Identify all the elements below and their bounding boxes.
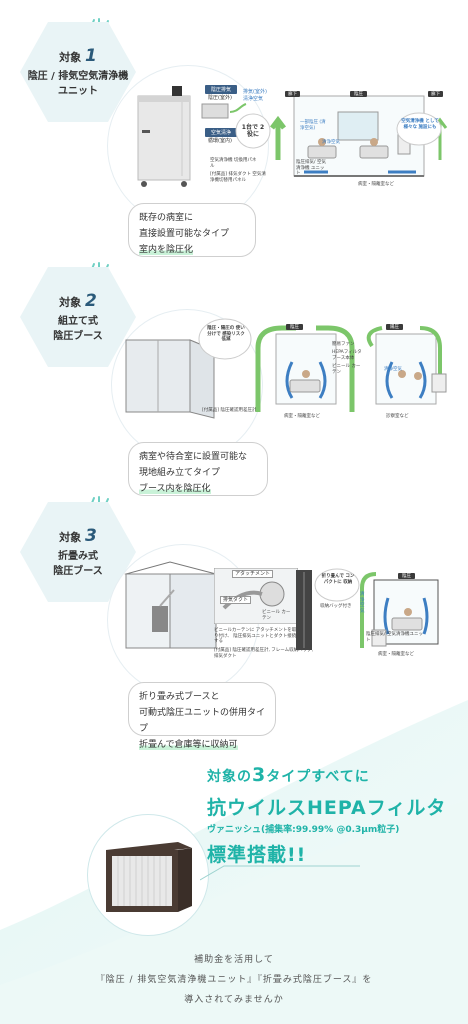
s1-partial-negative: 一部陰圧 (清浄空気) [300,120,326,131]
section-2-bubble: 病室や待合室に設置可能な 現地組み立てタイプ ブース内を陰圧化 [128,442,268,496]
switch-badge [235,113,271,149]
s2-room-caption-2: 診察室など [386,414,409,419]
headline-line-4: 標準搭載!! [207,844,307,866]
s3-vinyl-label: ビニール カーテン [262,610,291,621]
footer-line-1: 補助金を活用して [194,955,274,965]
s3-side-label: 清浄空気 [360,592,365,614]
s3-exhaust-note: 陰圧排気/ 空気清浄機ユニット [366,632,423,643]
mode-device-icons [201,103,247,119]
footer-line-2: 『陰圧 / 排気空気清浄機ユニット』『折畳み式陰圧ブース』を [95,975,373,985]
s1-air-cleaner-note: 空気清浄機 として様々な 施設にも [401,119,439,130]
switch-note: 1台で 2役に [241,124,265,138]
hepa-filter-image [106,842,192,912]
unit-panel-note: 空気清浄機 切換用パネル [210,158,257,169]
mode-exhaust-sub: 陰圧(室外) [208,95,232,101]
exhaust-unit-image [137,86,191,187]
s3-bag-note: 収納バッグ付き [320,604,352,609]
s3-fold-bubble [314,568,360,602]
mode-exhaust-tag: 陰圧排気 [205,85,238,94]
section-1-title: 対象 1 [59,45,97,66]
section-3-hex: 対象 3 折畳み式陰圧ブース [18,500,138,604]
s2-vinyl-label: ビニール カーテン [332,364,361,375]
s1-corridor-right: 廊下 [428,91,443,97]
s2-fan-label: 簡易ファン [332,342,355,347]
s1-room-caption: 病室・隔離室など [358,182,394,187]
section-3-name: 折畳み式陰圧ブース [53,550,103,577]
section-1-name: 陰圧 / 排気空気清浄機ユニット [27,70,129,97]
headline-line-3: ヴァニッシュ(捕集率:99.99% @0.3μm粒子) [207,825,400,835]
section-2-title: 対象 2 [59,290,97,311]
s2-hepa-label: HEPAフィルタ ブース本体 [332,350,362,361]
s2-risk-bubble [198,318,252,360]
mode-clean-sub: 循環(室内) [208,138,232,144]
callout-line [200,865,360,881]
s2-positive-label: 陽圧 [386,324,403,330]
headline-line-2: 抗ウイルスHEPAフィルタ [207,797,447,819]
headline-line-1: 対象の3タイプすべてに [207,764,370,786]
s2-risk-note: 陰圧・陽圧の 使い分けで 感染リスク低減 [207,326,245,342]
s1-clean-air: 清浄空気 [322,140,340,145]
mode-clean-tag: 空気清浄 [205,128,238,137]
clean-arrow-label: 清浄空気 [243,96,264,102]
s1-room-negative: 陰圧 [350,91,367,97]
s3-attach-label: アタッチメント [232,570,274,578]
section-1-bubble: 既存の病室に 直接設置可能なタイプ 室内を陰圧化 [128,203,256,257]
s3-fold-note: 折り畳んで コンパクトに 収納 [321,574,355,585]
s2-clean-air-label: 清浄空気 [384,367,402,372]
s3-folded-frame [296,570,312,650]
section-3-bubble: 折り畳み式ブースと 可動式陰圧ユニットの併用タイプ 折畳んで倉庫等に収納可 [128,682,276,750]
s3-room-caption: 病室・隔離室など [378,652,414,657]
section-2-name: 組立て式陰圧ブース [53,315,103,342]
section-3-title: 対象 3 [59,525,97,546]
s3-room-diagram [360,572,439,648]
s2-negative-label: 陰圧 [286,324,303,330]
s2-parts-note: [付属品] 陰圧確認用差圧計 [202,408,257,413]
s1-air-cleaner-bubble [396,112,442,146]
s2-room-caption-1: 病室・隔離室など [284,414,320,419]
s3-negative-label: 陰圧 [398,573,415,579]
footer-line-3: 導入されてみませんか [184,995,284,1005]
s3-attach-note: ビニールカーテンに アタッチメントを取り付け、 陰圧排気ユニットとダクト接続する [214,628,297,644]
s3-parts-note: [付属品] 陰圧確認用差圧計, フレーム収納バッグ, 排気ダクト [214,648,314,659]
s1-parts-note: [付属品] 排気ダクト 空気清浄機切替用パネル [210,172,266,183]
folding-booth-image [124,561,218,649]
s3-duct-label: 排気ダクト [220,596,252,604]
s1-exhaust-note: 陰圧排気/ 空気清浄機 ユニット [296,160,326,176]
assembly-booth-image [125,339,215,419]
s2-room-diagram [255,325,447,412]
section-2-hex: 対象 2 組立て式陰圧ブース [18,265,138,369]
exhaust-arrow-label: 排気(室外) [243,89,267,95]
section-1-hex: 対象 1 陰圧 / 排気空気清浄機ユニット [18,20,138,124]
s1-corridor-left: 廊下 [285,91,300,97]
